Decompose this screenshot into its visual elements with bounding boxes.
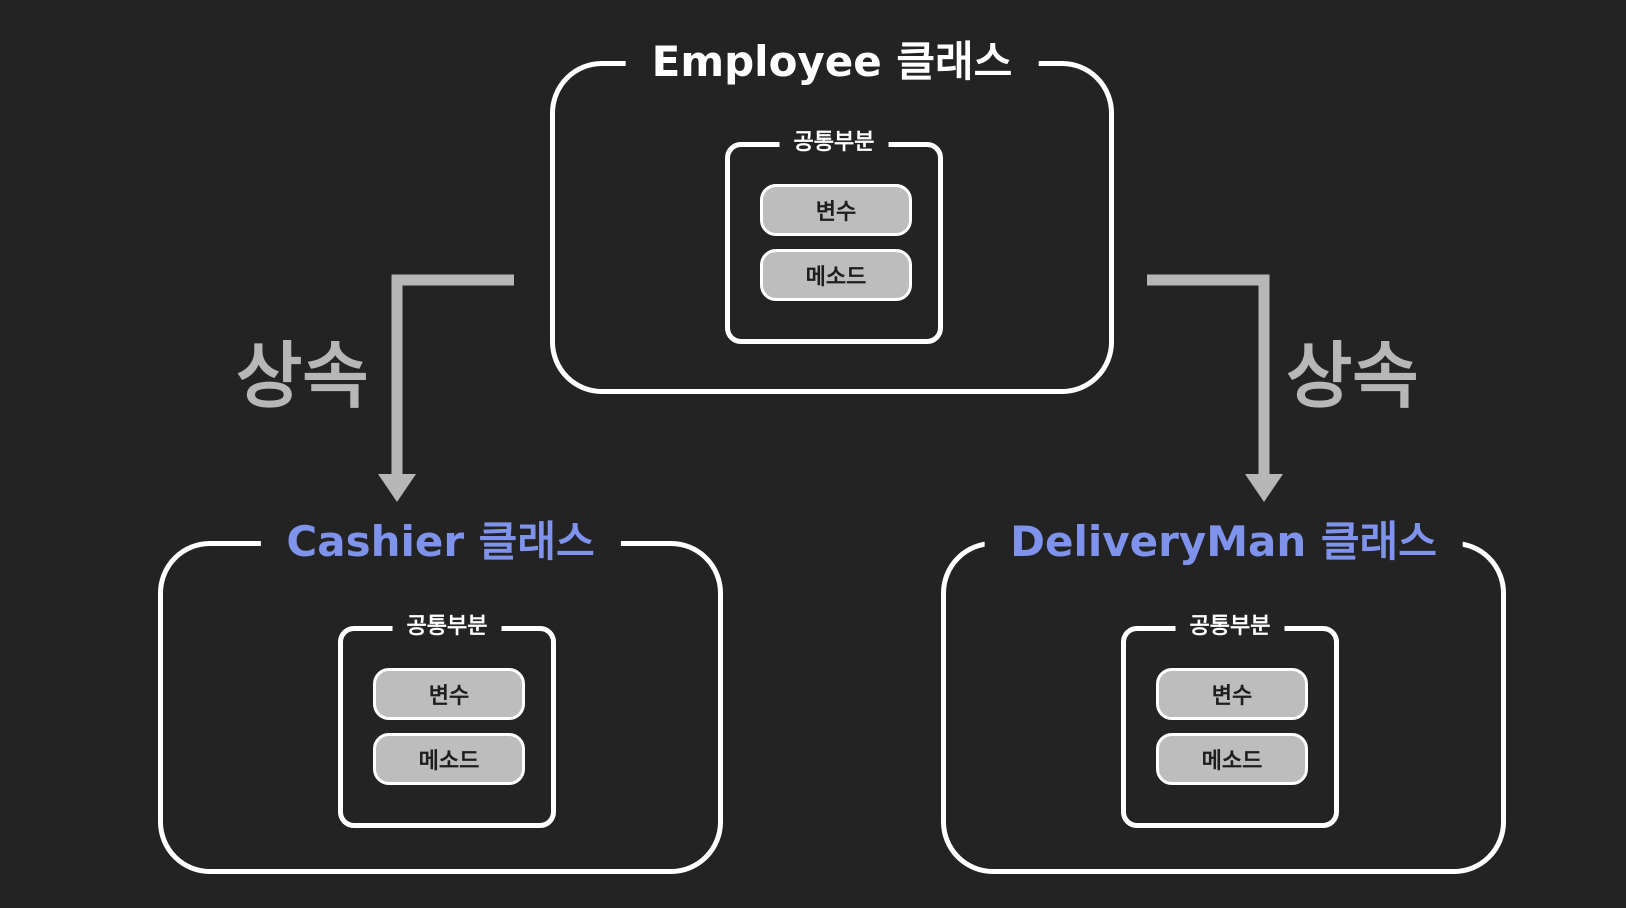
inheritance-label-right: 상속 <box>1286 334 1419 418</box>
deliveryman-common-part: 공통부분 변수 메소드 <box>1121 612 1339 828</box>
right-inheritance-arrow <box>1147 274 1283 502</box>
employee-class-box: Employee 클래스 공통부분 변수 메소드 <box>550 32 1114 394</box>
employee-class-title: Employee 클래스 <box>625 32 1039 92</box>
method-pill: 메소드 <box>373 733 525 785</box>
variable-pill: 변수 <box>373 668 525 720</box>
variable-pill: 변수 <box>760 184 912 236</box>
variable-pill: 변수 <box>1156 668 1308 720</box>
left-inheritance-arrow <box>378 274 514 502</box>
method-pill: 메소드 <box>760 249 912 301</box>
inheritance-label-left: 상속 <box>236 334 369 418</box>
common-part-label: 공통부분 <box>1175 612 1285 642</box>
method-pill: 메소드 <box>1156 733 1308 785</box>
cashier-common-part: 공통부분 변수 메소드 <box>338 612 556 828</box>
deliveryman-class-title: DeliveryMan 클래스 <box>984 512 1463 572</box>
employee-common-part: 공통부분 변수 메소드 <box>725 128 943 344</box>
cashier-class-title: Cashier 클래스 <box>260 512 621 572</box>
common-part-label: 공통부분 <box>392 612 502 642</box>
deliveryman-class-box: DeliveryMan 클래스 공통부분 변수 메소드 <box>941 512 1506 874</box>
common-part-label: 공통부분 <box>779 128 889 158</box>
cashier-class-box: Cashier 클래스 공통부분 변수 메소드 <box>158 512 723 874</box>
